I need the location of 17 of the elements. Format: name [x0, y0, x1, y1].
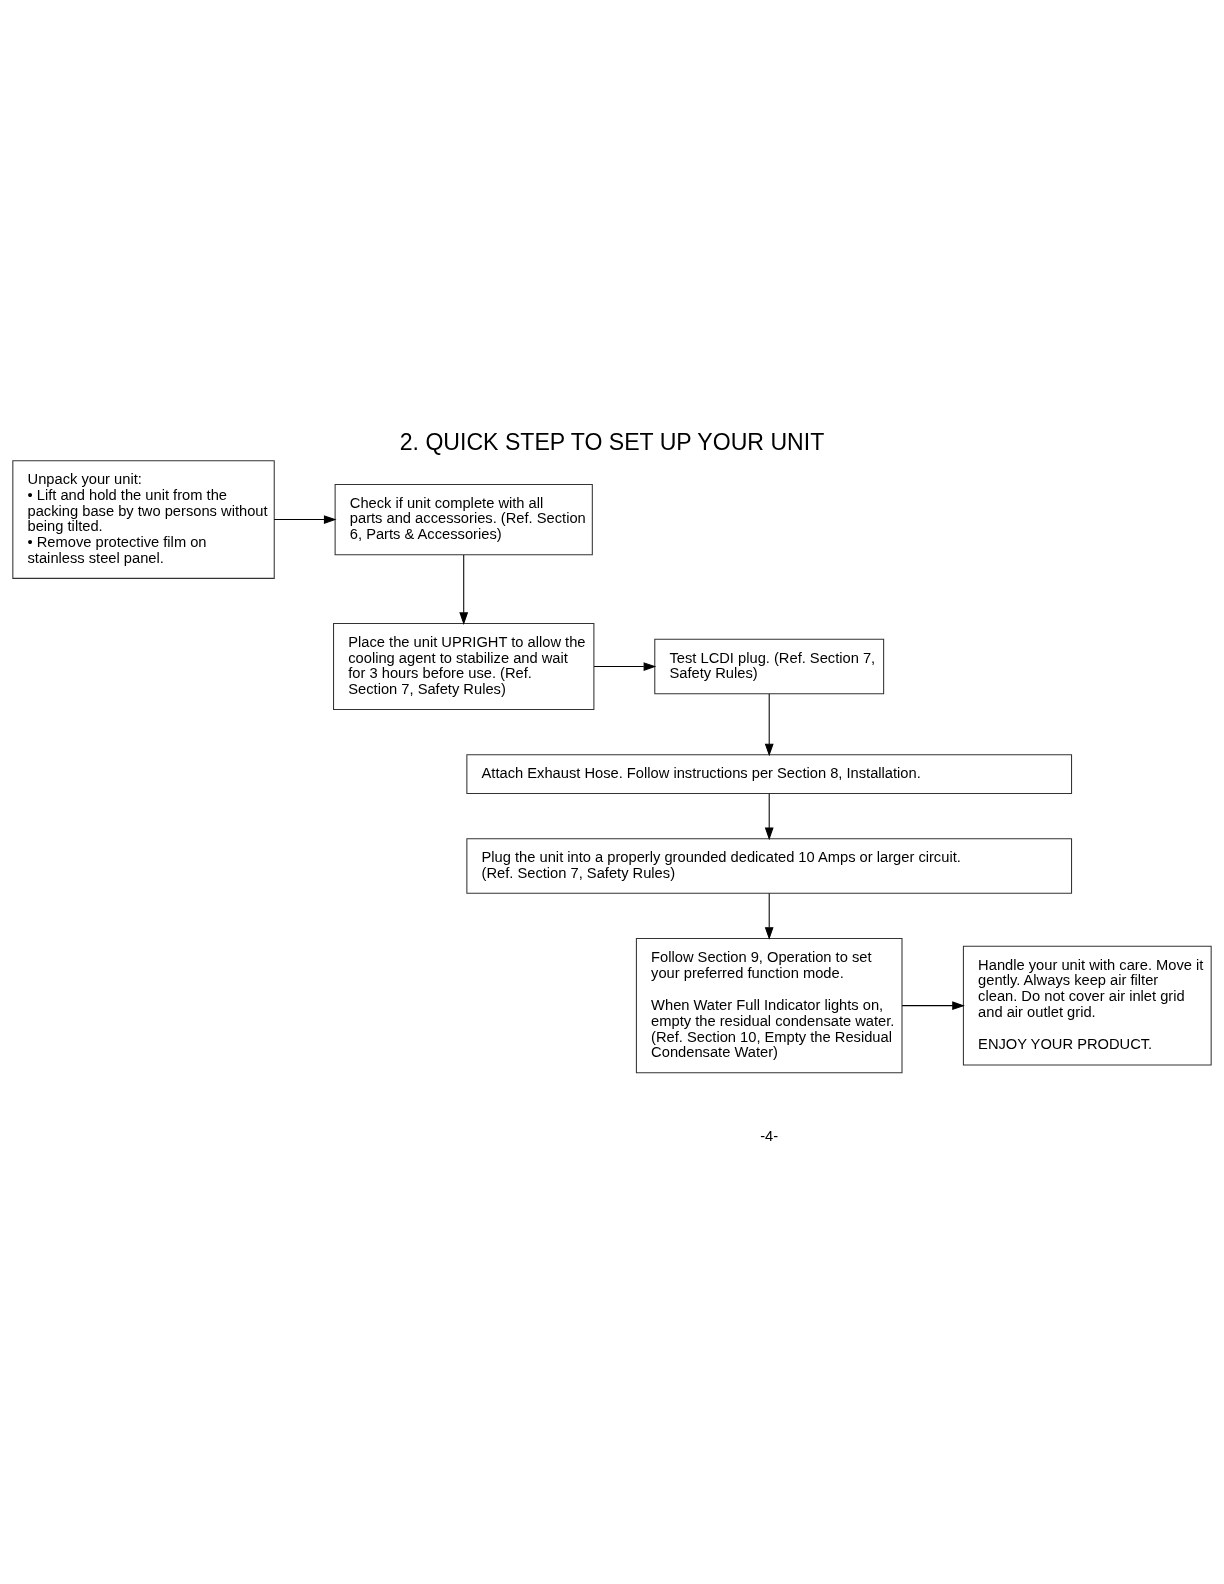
- node-box: Attach Exhaust Hose. Follow instructions per Section 8, Installation.: [466, 754, 1073, 795]
- node-box: Follow Section 9, Operation to set your preferred function mode. When Water Full Indicator lights on, empty the residual condensate water. (Ref. Section 10, Empty the Residual Condensate Water): [635, 937, 903, 1074]
- node-box: Plug the unit into a properly grounded dedicated 10 Amps or larger circuit. (Ref. Section 7, Safety Rules): [466, 838, 1073, 894]
- node-box: Unpack your unit: • Lift and hold the unit from the packing base by two persons without being tilted. • Remove protective film on stainless steel panel.: [12, 460, 275, 579]
- arrow: [901, 1001, 965, 1011]
- node-box: Check if unit complete with all parts and accessories. (Ref. Section 6, Parts & Accessories): [334, 483, 593, 556]
- arrow: [764, 893, 774, 940]
- node-box: Handle your unit with care. Move it gently. Always keep air filter clean. Do not cover air inlet grid and air outlet grid. ENJOY YOUR PRODUCT.: [962, 945, 1212, 1066]
- node-box: Test LCDI plug. (Ref. Section 7, Safety Rules): [654, 638, 885, 695]
- arrow: [273, 515, 337, 524]
- arrow: [593, 662, 657, 671]
- arrow: [459, 554, 469, 625]
- arrow: [764, 693, 774, 757]
- label: -4-: [760, 1128, 779, 1145]
- diagram-title: 2. QUICK STEP TO SET UP YOUR UNIT: [399, 428, 825, 455]
- arrow: [764, 793, 774, 841]
- node-box: Place the unit UPRIGHT to allow the cooling agent to stabilize and wait for 3 hours before use. (Ref. Section 7, Safety Rules): [333, 623, 595, 711]
